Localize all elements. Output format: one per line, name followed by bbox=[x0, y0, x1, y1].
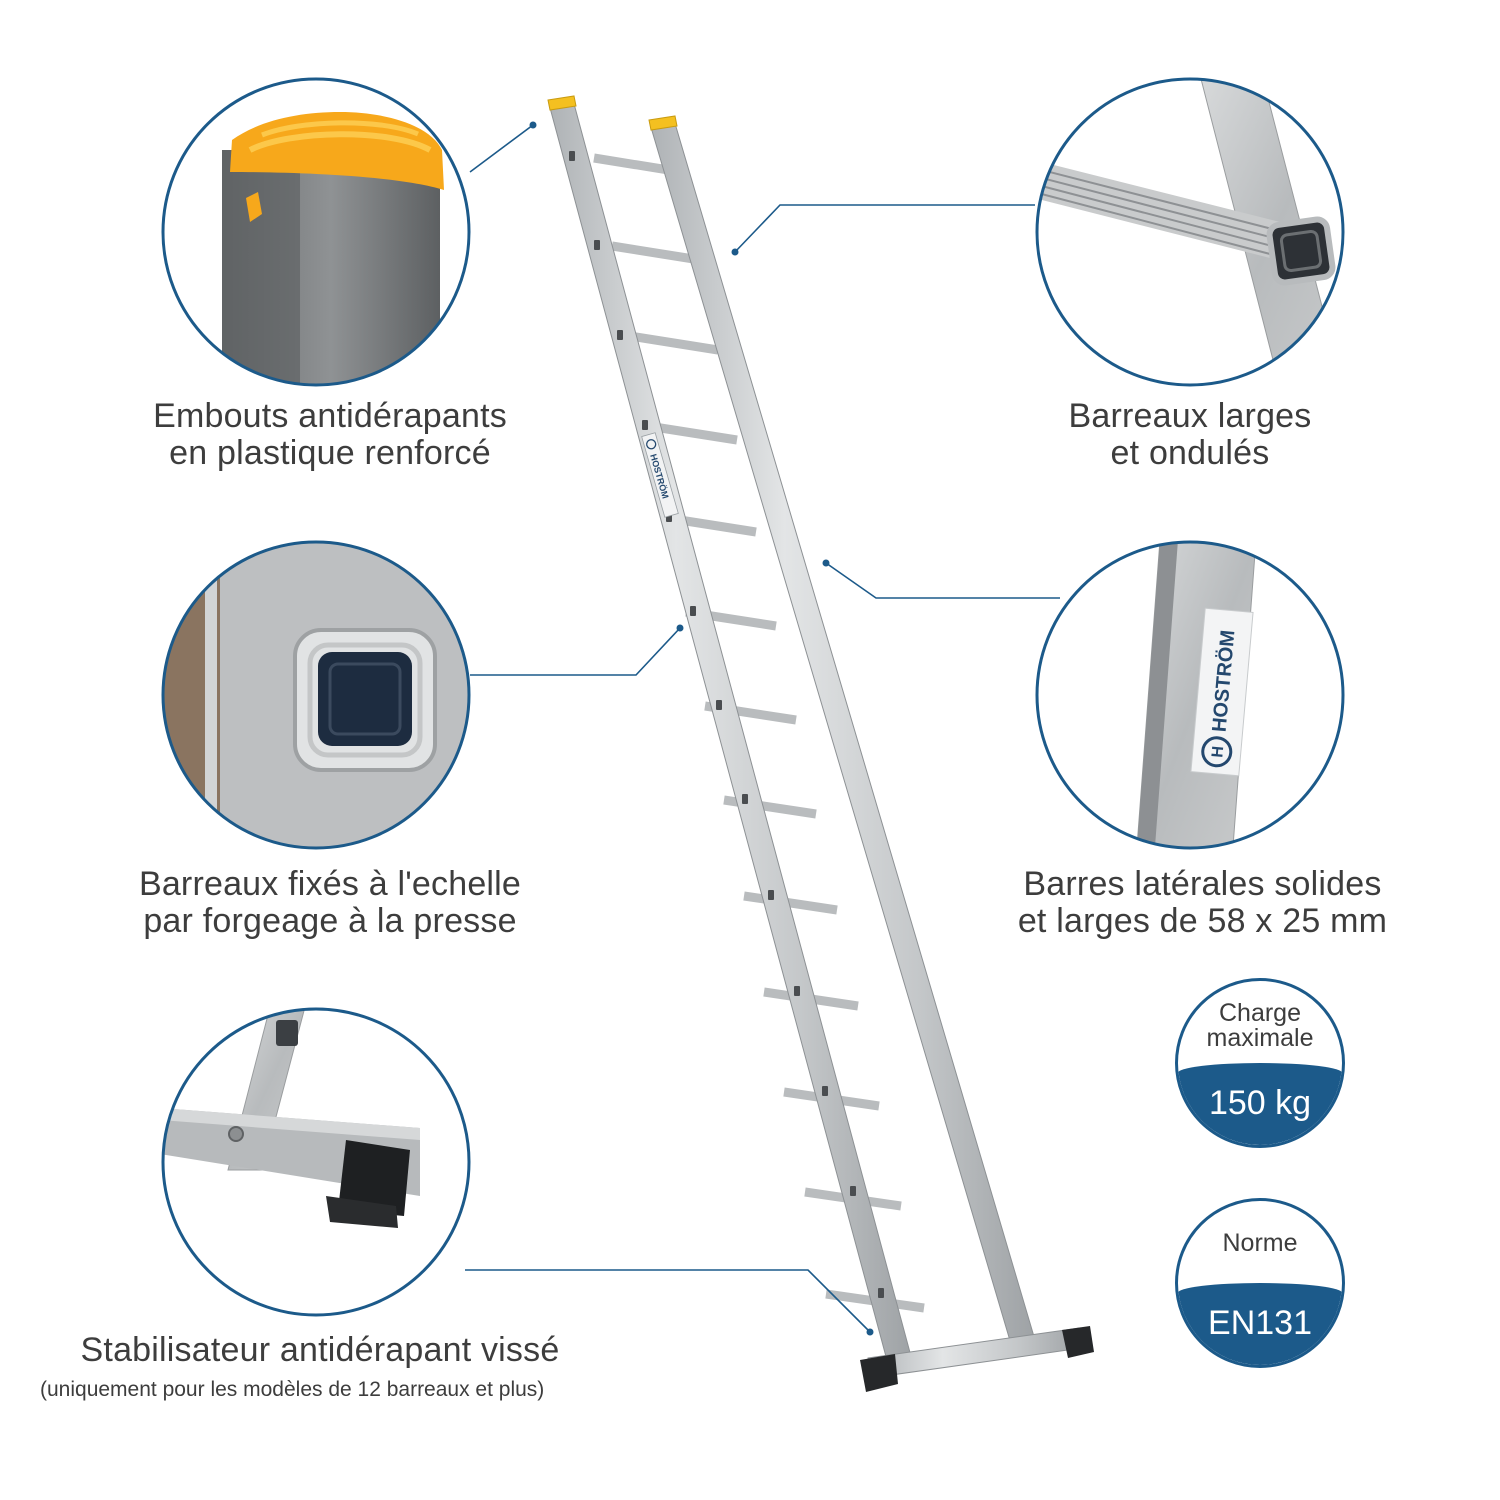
caption-side-bars-line2: et larges de 58 x 25 mm bbox=[1017, 902, 1388, 940]
caption-end-caps-line1: Embouts antidérapants bbox=[153, 397, 507, 435]
detail-stabilizer-photo bbox=[161, 1007, 471, 1317]
ladder-foot-left bbox=[860, 1354, 898, 1392]
caption-end-caps-line2: en plastique renforcé bbox=[169, 434, 491, 472]
ladder-end-cap-left bbox=[547, 95, 577, 111]
caption-stabilizer: Stabilisateur antidérapant vissé bbox=[30, 1332, 610, 1369]
badge-max-load-label: Charge maximale bbox=[1178, 981, 1342, 1069]
badge-max-load-label-line1: Charge bbox=[1219, 999, 1301, 1027]
caption-wide-rungs-line1: Barreaux larges bbox=[1068, 397, 1312, 435]
detail-wide-rungs-photo bbox=[1035, 77, 1345, 387]
caption-side-bars: Barres latérales solides et larges de 58… bbox=[975, 866, 1430, 940]
ladder-end-cap-right bbox=[648, 115, 678, 131]
caption-wide-rungs-line2: et ondulés bbox=[1110, 434, 1270, 472]
ladder-rungs bbox=[593, 153, 925, 1313]
badge-norm-label-text: Norme bbox=[1222, 1229, 1298, 1257]
badge-max-load: Charge maximale 150 kg bbox=[1175, 978, 1345, 1148]
caption-wide-rungs: Barreaux larges et ondulés bbox=[980, 398, 1400, 472]
ladder-foot-right bbox=[1062, 1326, 1094, 1358]
badge-norm: Norme EN131 bbox=[1175, 1198, 1345, 1368]
badge-norm-value: EN131 bbox=[1178, 1283, 1342, 1365]
caption-end-caps: Embouts antidérapants en plastique renfo… bbox=[100, 398, 560, 472]
caption-side-bars-line1: Barres latérales solides bbox=[1023, 865, 1382, 903]
caption-press-forged: Barreaux fixés à l'echelle par forgeage … bbox=[95, 866, 565, 940]
detail-end-cap-photo bbox=[161, 77, 471, 387]
svg-text:H: H bbox=[1209, 745, 1227, 758]
caption-stabilizer-note: (uniquement pour les modèles de 12 barre… bbox=[40, 1378, 545, 1401]
badge-norm-label: Norme bbox=[1178, 1201, 1342, 1289]
callout-lines bbox=[465, 124, 1060, 1333]
caption-stabilizer-title: Stabilisateur antidérapant vissé bbox=[80, 1331, 560, 1369]
ladder-left-rail bbox=[548, 99, 913, 1365]
callout-dots bbox=[529, 121, 874, 1336]
caption-press-forged-line2: par forgeage à la presse bbox=[143, 902, 517, 940]
caption-press-forged-line1: Barreaux fixés à l'echelle bbox=[138, 865, 522, 903]
badge-max-load-label-line2: maximale bbox=[1206, 1024, 1314, 1052]
detail-press-forged-photo bbox=[161, 540, 471, 850]
ladder-illustration: HOSTRÖM bbox=[547, 95, 1094, 1392]
detail-side-bar-photo: H HOSTRÖM bbox=[1035, 540, 1345, 850]
badge-max-load-value: 150 kg bbox=[1178, 1063, 1342, 1145]
